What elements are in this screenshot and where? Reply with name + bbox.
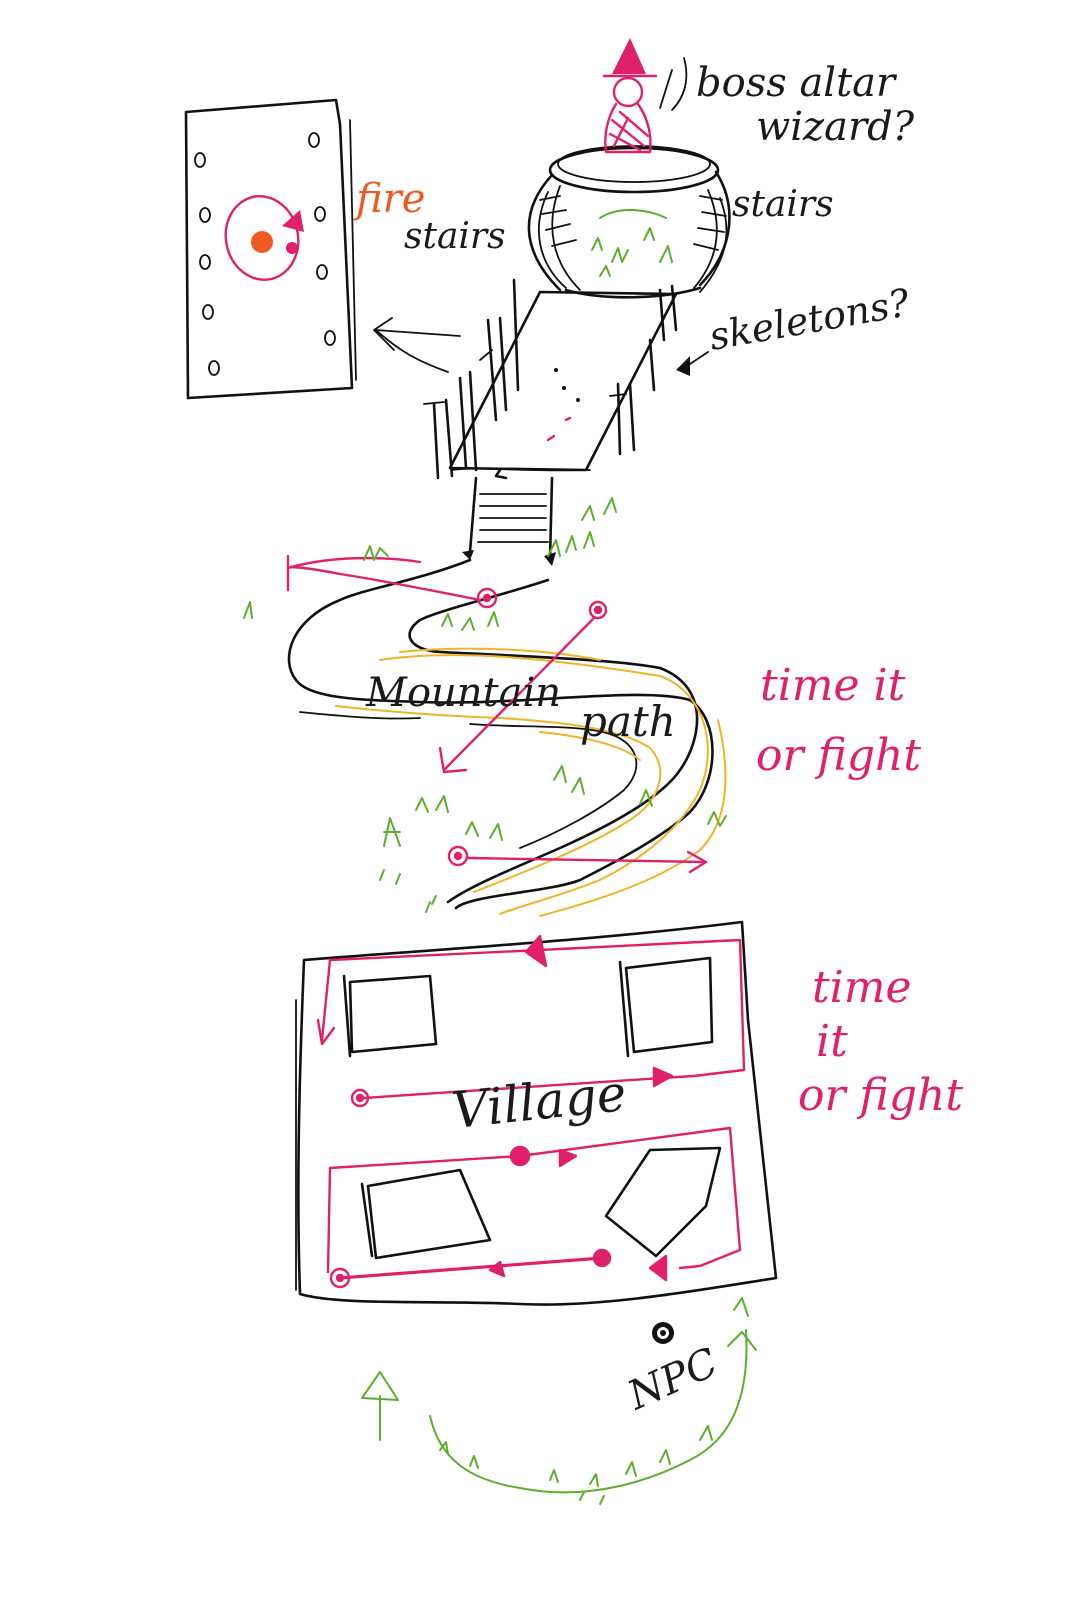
temple [423, 278, 678, 480]
skeleton-arrow [676, 351, 709, 376]
pillar-dots [194, 132, 336, 376]
temple-stairs [462, 476, 556, 566]
time-it-label-1: time it [760, 660, 906, 711]
skeletons-label: skeletons? [706, 280, 913, 359]
boss-altar-label: boss altar [696, 60, 898, 106]
path-label: path [580, 697, 676, 746]
mountain-label: Mountain [365, 670, 561, 716]
labels: boss altar wizard? fire stairs stairs sk… [353, 60, 963, 1420]
mountain-enemy-routes [286, 554, 708, 874]
stairs-right-label: stairs [732, 184, 834, 225]
npc-label: NPC [620, 1339, 724, 1419]
it-label-2: it [816, 1016, 848, 1067]
fire-room [184, 98, 461, 400]
or-fight-label-2: or fight [798, 1070, 963, 1121]
wizard-label: wizard? [756, 104, 915, 150]
village-label: Village [449, 1064, 629, 1140]
time-label-2: time [812, 962, 912, 1013]
enemy-marker [286, 242, 298, 254]
village-enemy-routes [316, 934, 746, 1289]
player-start-route [361, 1297, 757, 1505]
npc-marker [652, 1322, 674, 1344]
fire-icon [251, 231, 273, 253]
wizard-hat-icon [282, 210, 304, 232]
fire-ring [224, 195, 300, 281]
boss-wizard-icon [602, 38, 688, 154]
altar-grass [591, 209, 673, 277]
or-fight-label-1: or fight [756, 730, 921, 781]
grass-tufts [243, 497, 727, 913]
mountain-path [287, 558, 727, 917]
stairs-left-label: stairs [404, 216, 506, 257]
boss-altar [527, 145, 731, 299]
fire-label: fire [353, 176, 425, 222]
village [295, 920, 778, 1306]
